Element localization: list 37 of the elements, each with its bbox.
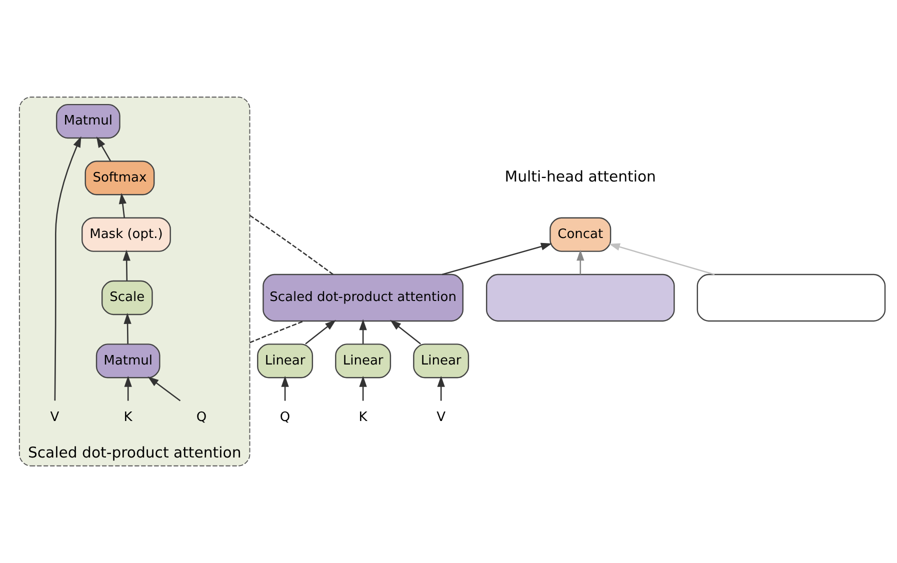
node-text: Q — [196, 410, 207, 425]
node-box: Scale — [101, 280, 153, 316]
node-box: Softmax — [84, 160, 155, 196]
node-box: Linear — [413, 344, 470, 378]
label: Multi-head attention — [504, 167, 656, 186]
connector — [249, 214, 334, 275]
arrow — [359, 319, 367, 344]
arrow — [122, 250, 130, 281]
node-box: Linear — [257, 344, 314, 378]
arrow — [608, 243, 715, 276]
arrow — [576, 250, 584, 274]
node-text: V — [50, 410, 60, 425]
arrow — [96, 136, 112, 162]
arrow — [54, 136, 82, 401]
arrow — [148, 376, 181, 402]
arrow — [124, 312, 132, 344]
arrow — [305, 320, 336, 344]
arrow — [118, 192, 126, 218]
node-text: K — [358, 410, 368, 425]
arrow — [390, 320, 421, 344]
node-box: Scaled dot-product attention — [262, 274, 464, 322]
node-text: K — [124, 410, 132, 425]
arrow — [281, 376, 289, 401]
node-text: Q — [280, 410, 290, 425]
connector — [250, 320, 304, 344]
arrow — [359, 376, 367, 401]
node-box: Matmul — [56, 104, 120, 139]
arrow — [437, 376, 445, 401]
node-box: Matmul — [96, 344, 160, 378]
arrow — [124, 376, 132, 401]
node-box — [696, 274, 886, 322]
arrow — [442, 242, 552, 276]
node-box: Concat — [550, 217, 612, 252]
node-box: Linear — [335, 344, 392, 378]
node-text: V — [436, 410, 446, 425]
node-box — [486, 274, 675, 322]
node-box: Mask (opt.) — [82, 217, 171, 252]
